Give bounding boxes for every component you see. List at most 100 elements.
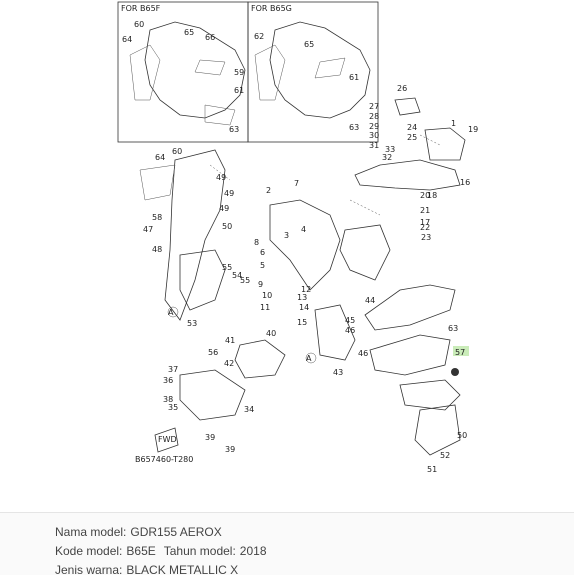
leader (349, 199, 381, 216)
under-cover-right (414, 404, 461, 456)
part-label: 6 (260, 248, 265, 257)
diagram-code: B657460-T280 (135, 455, 193, 464)
info-row-code: Kode model:B65E Tahun model:2018 (55, 544, 271, 558)
bottom-cover-right (399, 379, 461, 411)
part-label: 60 (172, 147, 182, 156)
part-label: 50 (457, 431, 467, 440)
value-color: BLACK METALLIC X (126, 563, 239, 577)
part-label: 64 (155, 153, 165, 162)
marker-a-left (167, 306, 179, 318)
part-label: 63 (229, 125, 239, 134)
part-label: 54 (232, 271, 242, 280)
header-b65f: FOR B65F (121, 4, 161, 13)
side-cover-lower-right (369, 334, 451, 376)
part-labels: 6460656659616362656163262728293031323324… (122, 20, 478, 474)
part-label: 56 (208, 348, 218, 357)
part-label: FWD (158, 435, 177, 444)
part-label: 15 (297, 318, 307, 327)
part-label: 55 (222, 263, 232, 272)
front-fender (179, 369, 246, 421)
value-model-year: 2018 (239, 544, 267, 558)
marker-a-right (305, 352, 317, 364)
part-label: 35 (168, 403, 178, 412)
front-lower-cover (234, 339, 286, 379)
part-label: 36 (163, 376, 173, 385)
part-label: 47 (143, 225, 153, 234)
decal-b65g (314, 57, 346, 79)
part-label: 65 (184, 28, 194, 37)
part-label: 66 (205, 33, 215, 42)
part-label: 23 (421, 233, 431, 242)
part-label: 8 (254, 238, 259, 247)
front-cover-left (164, 149, 226, 321)
side-cover-b65g (269, 21, 371, 119)
part-label: 42 (224, 359, 234, 368)
info-row-model: Nama model:GDR155 AEROX (55, 525, 226, 539)
label-model-name: Nama model: (55, 525, 127, 539)
part-label: 9 (258, 280, 263, 289)
leader (209, 164, 231, 181)
fwd-arrow (154, 427, 179, 453)
highlight-57 (453, 346, 469, 356)
label-model-year: Tahun model: (163, 544, 236, 558)
part-label: 45 (345, 316, 355, 325)
part-label: 43 (333, 368, 343, 377)
part-label: 27 (369, 102, 379, 111)
part-label: 13 (297, 293, 307, 302)
part-label: 61 (349, 73, 359, 82)
part-label: 49 (224, 189, 234, 198)
part-label: 58 (152, 213, 162, 222)
inner-panel-left (179, 249, 226, 311)
decal-lower-b65f (204, 104, 236, 126)
part-label: 49 (219, 204, 229, 213)
part-label: 41 (225, 336, 235, 345)
part-label: 65 (304, 40, 314, 49)
part-label: 51 (427, 465, 437, 474)
part-label: 18 (427, 191, 437, 200)
part-label: 59 (234, 68, 244, 77)
part-label: 40 (266, 329, 276, 338)
part-label: 17 (420, 218, 430, 227)
bolt-57 (451, 368, 459, 376)
part-label: 52 (440, 451, 450, 460)
part-label: 19 (468, 125, 478, 134)
header-b65g: FOR B65G (251, 4, 292, 13)
part-label: 39 (205, 433, 215, 442)
part-label: A (306, 354, 312, 363)
handlebar-cover (354, 159, 461, 191)
part-label: 14 (299, 303, 309, 312)
leader (419, 134, 441, 146)
label-model-code: Kode model: (55, 544, 123, 558)
part-label: 48 (152, 245, 162, 254)
part-label: 28 (369, 112, 379, 121)
meter-cover (394, 97, 421, 116)
info-row-color: Jenis warna:BLACK METALLIC X (55, 563, 242, 577)
part-label: 31 (369, 141, 379, 150)
part-label: 53 (187, 319, 197, 328)
speed-meter (424, 127, 466, 161)
part-label: 26 (397, 84, 407, 93)
part-label: 64 (122, 35, 132, 44)
value-model-code: B65E (126, 544, 156, 558)
side-cover-right (364, 284, 456, 331)
part-label: 11 (260, 303, 270, 312)
part-label: 44 (365, 296, 375, 305)
leg-shield (314, 304, 356, 361)
part-label: 7 (294, 179, 299, 188)
part-label: 39 (225, 445, 235, 454)
part-label: 57 (455, 348, 465, 357)
part-label: 16 (460, 178, 470, 187)
part-label: 24 (407, 123, 417, 132)
part-label: 12 (301, 285, 311, 294)
part-label: 55 (240, 276, 250, 285)
info-panel: Nama model:GDR155 AEROX Kode model:B65E T… (0, 512, 574, 577)
part-label: 61 (234, 86, 244, 95)
part-label: 30 (369, 131, 379, 140)
part-label: 2 (266, 186, 271, 195)
part-label: 49 (216, 173, 226, 182)
part-label: 63 (349, 123, 359, 132)
part-label: 10 (262, 291, 272, 300)
side-panel-b65f (129, 44, 161, 101)
part-label: 33 (385, 145, 395, 154)
